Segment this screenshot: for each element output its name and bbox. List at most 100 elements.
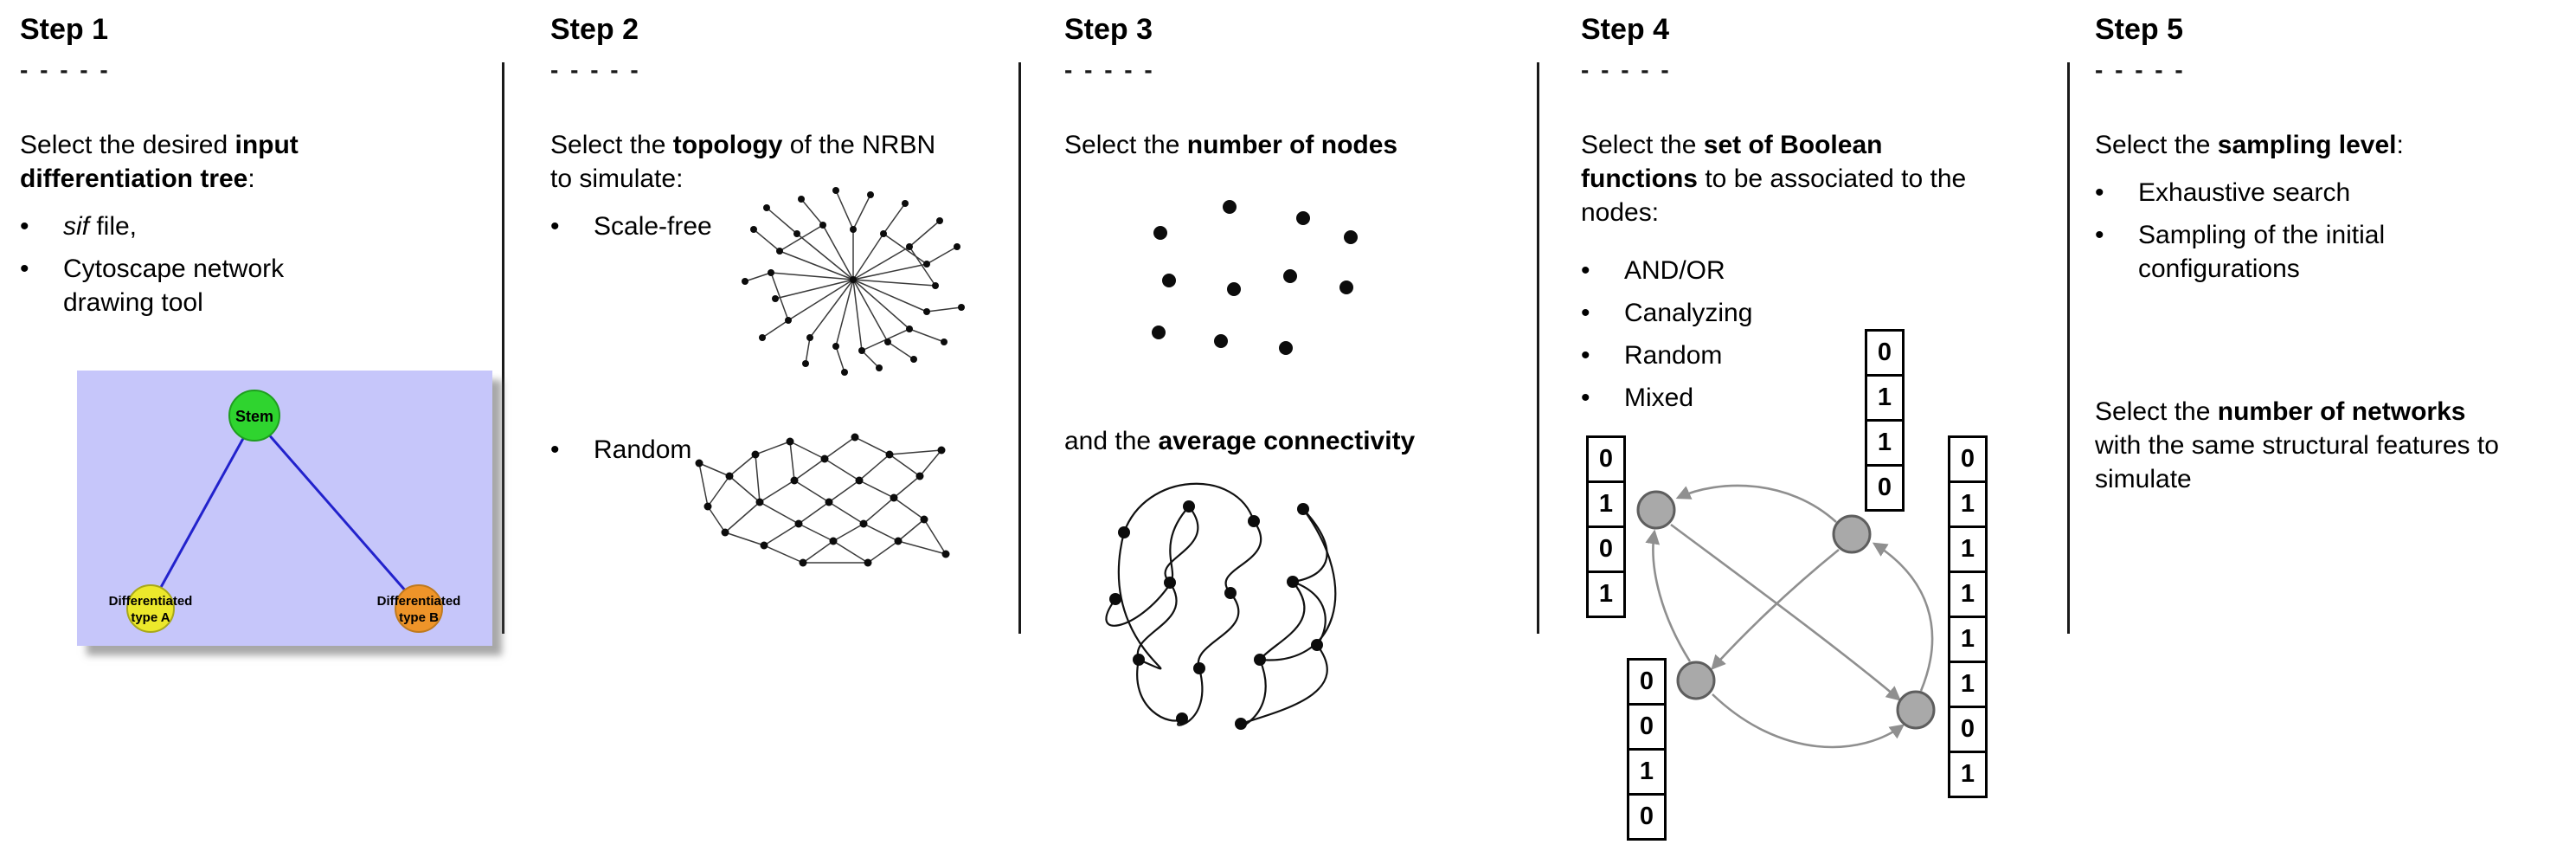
network-edge — [854, 436, 890, 455]
curve-edge — [1105, 583, 1171, 627]
truth-table-left: 0 1 0 1 — [1586, 435, 1626, 618]
network-node — [876, 364, 883, 371]
curve-edge — [1136, 582, 1178, 661]
step-5-networks-paragraph: Select the number of networks with the s… — [2095, 395, 2502, 496]
network-node — [850, 226, 857, 233]
network-edge — [789, 441, 825, 460]
network-node — [790, 476, 799, 485]
bullet-item-random-functions: • Random — [1581, 338, 2059, 372]
step-2-bullets: • Scale-free — [550, 210, 1011, 243]
network-edge — [824, 436, 856, 460]
network-edge — [852, 246, 910, 280]
curve-edge — [1259, 508, 1337, 661]
network-edge — [852, 263, 928, 280]
network-node — [832, 343, 839, 350]
network-node — [1224, 587, 1237, 599]
network-node — [1133, 654, 1145, 666]
network-edge — [835, 190, 854, 230]
network-edge — [822, 224, 854, 280]
network-node — [1311, 639, 1323, 651]
network-edge — [793, 458, 825, 481]
curve-edge — [1169, 506, 1190, 583]
text-segment: Select the — [2095, 131, 2218, 159]
network-node — [793, 230, 800, 237]
network-node — [820, 455, 829, 463]
network-node — [819, 222, 826, 229]
network-edge — [893, 497, 925, 520]
network-edge — [861, 350, 880, 369]
bullet-marker: • — [1581, 341, 1590, 370]
network-edge — [919, 449, 942, 477]
text-segment: sampling level — [2217, 131, 2397, 159]
network-edge — [798, 523, 834, 542]
network-node — [1118, 526, 1130, 538]
network-node — [806, 334, 813, 341]
type-b-label-line1: Differentiated — [377, 594, 461, 609]
truth-table-cell: 0 — [1948, 435, 1988, 483]
bullet-marker: • — [550, 212, 560, 241]
bullet-marker: • — [550, 435, 560, 464]
network-edge — [761, 319, 789, 338]
bullet-text: Exhaustive search — [2138, 178, 2351, 207]
bullet-item-sif-file: • sif file, — [20, 210, 494, 243]
network-node — [755, 498, 764, 506]
bullet-text: sif file, — [63, 210, 494, 243]
step-2-title: Step 2 — [550, 13, 639, 46]
step-3-line1: Select the number of nodes — [1064, 128, 1488, 162]
network-edge — [852, 194, 871, 230]
arrow-edge — [1872, 542, 1934, 692]
arrow-edge — [1712, 693, 1905, 749]
step-1-title: Step 1 — [20, 13, 109, 46]
truth-table-cell: 1 — [1948, 571, 1988, 618]
network-node — [725, 472, 734, 480]
network-edge — [863, 497, 895, 525]
network-edge — [923, 519, 947, 555]
step-3-column: Step 3 - - - - - Select the number of no… — [1064, 12, 1530, 843]
network-edge — [770, 272, 854, 280]
network-edge — [883, 233, 928, 265]
nodes-scatter-illustration — [1152, 200, 1358, 355]
network-node — [768, 269, 774, 276]
bullet-item-cytoscape: • Cytoscape network drawing tool — [20, 252, 494, 319]
boolean-node — [1832, 514, 1872, 554]
curve-edge — [1164, 506, 1199, 583]
network-node — [954, 243, 960, 250]
network-edge — [809, 279, 854, 338]
network-node — [923, 308, 930, 315]
network-node — [721, 528, 729, 537]
truth-table-cell: 1 — [1948, 616, 1988, 663]
network-edge — [909, 246, 936, 287]
truth-table-cell: 0 — [1865, 464, 1905, 512]
bullet-marker: • — [20, 255, 29, 283]
bullet-item-exhaustive-search: • Exhaustive search — [2095, 176, 2569, 210]
network-edge — [852, 233, 884, 280]
step-5-title: Step 5 — [2095, 13, 2184, 46]
network-edge — [828, 501, 864, 525]
column-divider — [1537, 62, 1539, 634]
network-node — [1297, 503, 1309, 515]
text-segment: Select the — [550, 131, 673, 159]
type-b-node — [395, 584, 443, 633]
type-a-label-line1: Differentiated — [109, 594, 193, 609]
truth-table-cell: 1 — [1948, 480, 1988, 528]
network-edge — [858, 480, 895, 499]
bullet-marker: • — [2095, 178, 2104, 207]
boolean-node — [1636, 490, 1676, 530]
text-segment: and the — [1064, 427, 1159, 455]
network-edge — [800, 198, 824, 226]
step-1-bullets: • sif file, • Cytoscape network drawing … — [20, 210, 494, 319]
network-edge — [897, 540, 947, 555]
network-node — [885, 450, 894, 459]
text-segment: average connectivity — [1158, 427, 1416, 455]
step-5-intro: Select the sampling level: — [2095, 128, 2519, 162]
column-divider — [1018, 62, 1021, 634]
network-edge — [779, 224, 824, 252]
network-node — [1235, 718, 1247, 730]
network-node — [799, 558, 807, 567]
network-edge — [835, 279, 854, 347]
curve-edge — [1292, 580, 1327, 646]
network-edge — [698, 462, 709, 507]
step-1-intro: Select the desired input differentiation… — [20, 128, 392, 196]
network-edge — [755, 454, 761, 503]
network-edge — [909, 220, 941, 248]
